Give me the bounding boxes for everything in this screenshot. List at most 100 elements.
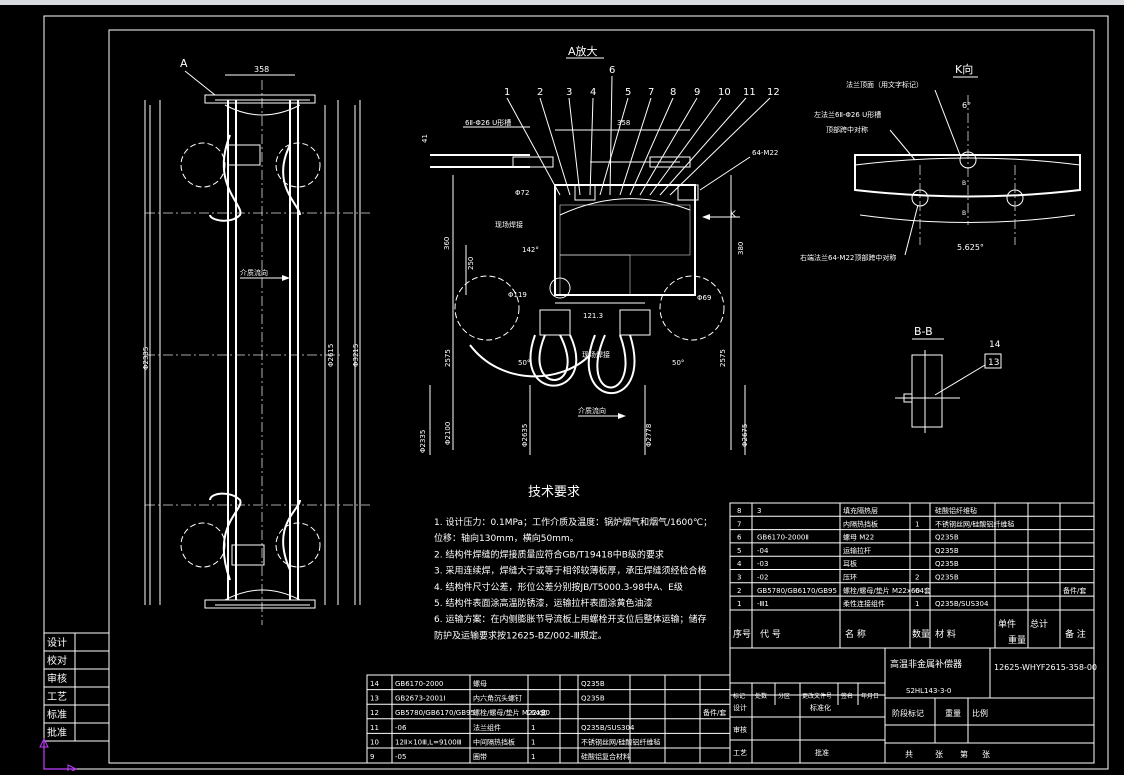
bom-right-qty: 1: [915, 520, 919, 528]
standardize-label: 标准化: [810, 703, 831, 712]
dim-358-left: 358: [254, 65, 269, 74]
bom-left-qty: 1: [531, 724, 535, 732]
bom-left-no: 10: [370, 738, 379, 746]
side-block-label: 工艺: [47, 691, 67, 703]
tech-item: 1. 设计压力：0.1MPa；工作介质及温度：锅炉烟气和烟气/1600℃；: [434, 516, 712, 528]
bom-right-material: Q235B: [935, 547, 959, 555]
bom-right-no: 2: [737, 587, 741, 595]
bom-right-no: 8: [737, 507, 741, 515]
bom-left-material: Q235B: [581, 695, 605, 703]
k-view: K向 法兰顶面（用文字标记） 左法兰6Ⅱ-Φ26 U形槽 顶部跨中对称 右端法兰…: [800, 62, 1081, 262]
bom-right-code: GB5780/GB6170/GB95: [757, 587, 837, 595]
bom-left-code: 12Ⅱ×10Ⅲ,L=9100Ⅲ: [395, 738, 462, 746]
bom-left-material: Q235B: [581, 680, 605, 688]
tech-item: 防护及运输要求按12625-BZ/002-Ⅲ规定。: [434, 629, 607, 641]
label-a: A: [180, 57, 188, 70]
bom-right-qty: 2: [915, 574, 919, 582]
k-angle-5625: 5.625°: [957, 243, 984, 252]
bom-right-name: 螺母 M22: [843, 533, 874, 542]
check-label: 审核: [733, 725, 747, 734]
bom-right-material: Q235B: [935, 534, 959, 542]
bom-header-note: 备 注: [1065, 628, 1086, 640]
bom-header-total-weight: 总计: [1030, 618, 1048, 630]
bom-right-name: 填充隔热层: [843, 506, 878, 515]
tech-title: 技术要求: [528, 485, 580, 500]
detail-a-title: A放大: [568, 44, 598, 58]
k-b2: B: [962, 210, 966, 217]
dim-3215: Φ3215: [352, 344, 360, 367]
sheet-label: 张: [935, 750, 943, 759]
bom-right-material: Q235B: [935, 560, 959, 568]
bom-right-name: 内隔热挡板: [843, 519, 878, 528]
bom-left-qty: 1: [531, 738, 535, 746]
bom-right-material: 不锈钢丝网/硅酸铝纤维毡: [935, 519, 1014, 528]
dim-358-detail: 358: [617, 119, 630, 127]
dim-phi69: Φ69: [697, 294, 711, 302]
bom-left-code: GB2673-2001Ⅰ: [395, 695, 445, 703]
k-b1: B: [962, 180, 966, 187]
bom-right-code: GB6170-2000Ⅱ: [757, 534, 809, 542]
bom-right-name: 耳板: [843, 559, 857, 568]
dim-121-3: 121.3: [583, 312, 603, 320]
callout-10: 10: [718, 87, 731, 98]
dim-41: 41: [421, 134, 429, 143]
mark-label: 标记: [733, 692, 745, 700]
section-bb: B-B 14 13: [895, 325, 1002, 433]
tech-item: 5. 结构件表面涂高温防锈漆，运输拉杆表面涂黄色油漆: [434, 597, 652, 609]
bom-right-name: 运输拉杆: [843, 546, 871, 555]
side-block-label: 设计: [47, 636, 67, 649]
bom-right-note: 备件/套: [1063, 586, 1086, 595]
bom-header-material: 材 料: [935, 628, 956, 640]
bom-right-code: 3: [757, 507, 761, 515]
callout-9: 9: [694, 87, 700, 98]
callout-3: 3: [566, 87, 572, 98]
bom-right-name: 螺栓/螺母/垫片 M22x60: [843, 586, 920, 595]
k-arrow-label: K: [730, 210, 737, 220]
bom-header-code: 代 号: [760, 629, 781, 640]
change-doc-label: 更改文件号: [802, 692, 832, 700]
bom-left-name: 螺母: [473, 679, 487, 688]
flow-dir-bottom: 介质流向: [578, 406, 606, 415]
bom-left-name: 中间隔热挡板: [473, 737, 515, 746]
bom-right-no: 5: [737, 547, 741, 555]
process-label: 工艺: [733, 749, 747, 757]
bom-left-no: 9: [370, 753, 374, 761]
nut-label: 64-M22: [752, 149, 778, 157]
dim-380: 380: [737, 242, 745, 255]
sign-label: 签名: [841, 692, 853, 700]
dim-142: 142°: [522, 246, 539, 254]
bom-left-material: 不锈钢丝网/硅酸铝纤维毡: [581, 737, 660, 746]
callout-4: 4: [590, 87, 596, 98]
sheet-of: 张: [982, 750, 990, 759]
callout-6: 6: [609, 65, 615, 76]
bom-left-name: 内六角沉头螺钉: [473, 694, 522, 703]
dim-2778: Φ2778: [645, 424, 653, 447]
dim-50-a: 50°: [518, 359, 530, 367]
bom-right-no: 7: [737, 520, 741, 528]
callout-12: 12: [767, 87, 780, 98]
bom-left-qty: 64套: [531, 708, 547, 717]
bom-right-code: -Ⅲ1: [757, 600, 769, 608]
dim-250: 250: [467, 257, 475, 270]
sheets-total: 共: [905, 750, 913, 759]
bom-right-code: -04: [757, 547, 769, 555]
k-right-flange: 右端法兰64-M22顶部跨中对称: [800, 253, 896, 262]
bom-left-no: 13: [370, 695, 379, 703]
count-label: 处数: [755, 692, 767, 700]
tech-item: 4. 结构件尺寸公差，形位公差分别按JB/T5000.3-98中A、E级: [434, 581, 683, 593]
k-flange-u: 左法兰6Ⅱ-Φ26 U形槽: [814, 110, 881, 119]
approve-label: 批准: [815, 748, 829, 757]
flow-dir-left: 介质流向: [240, 268, 268, 277]
bom-right-qty: 64套: [915, 586, 931, 595]
section-bb-title: B-B: [914, 325, 933, 338]
dim-2575-left: 2575: [444, 349, 452, 367]
outside-pad-label: 现场焊接: [582, 350, 610, 359]
bom-header-unit-weight: 单件: [998, 618, 1016, 630]
technical-requirements: 技术要求 1. 设计压力：0.1MPa；工作介质及温度：锅炉烟气和烟气/1600…: [434, 485, 712, 641]
stage-label: 阶段标记: [892, 708, 924, 718]
dim-360: 360: [443, 237, 451, 250]
bom-left-qty: 1: [531, 753, 535, 761]
